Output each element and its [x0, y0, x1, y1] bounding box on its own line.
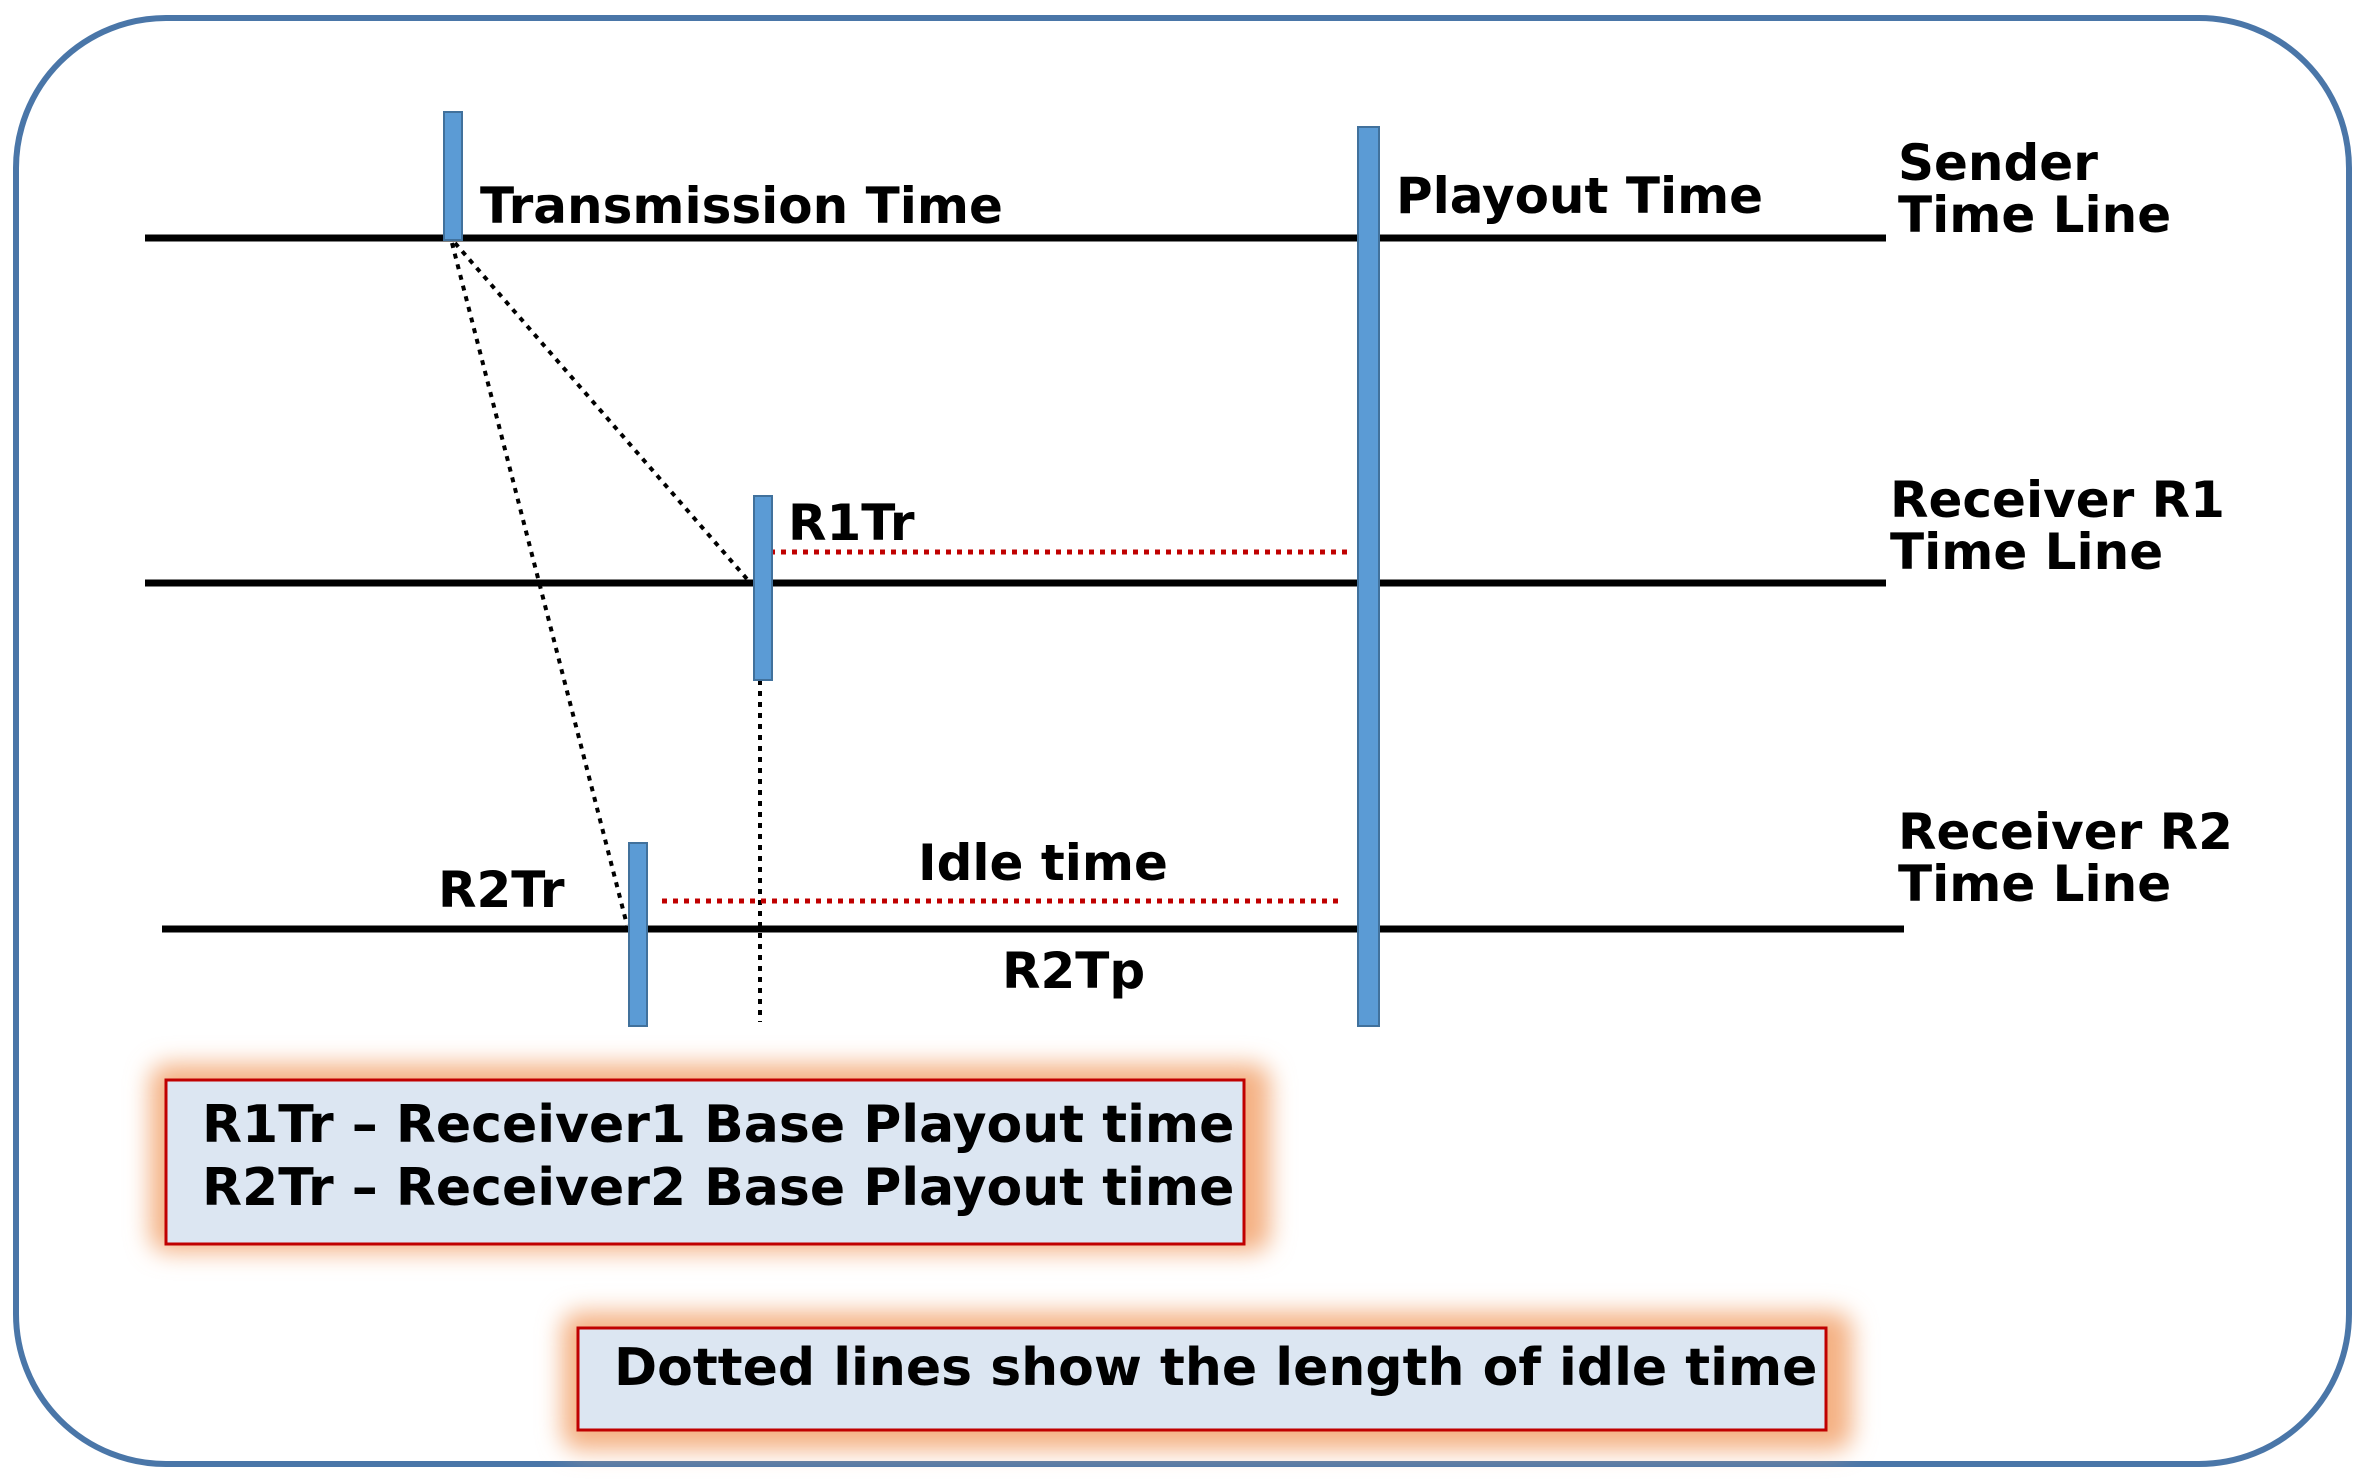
- legend-note: R1Tr – Receiver1 Base Playout time R2Tr …: [150, 1064, 1270, 1252]
- receiver-r2-timeline-name-line2: Time Line: [1898, 855, 2171, 913]
- r1tr-label: R1Tr: [788, 494, 915, 552]
- legend-note-line1: R1Tr – Receiver1 Base Playout time: [202, 1095, 1234, 1155]
- receiver-r1-timeline-name-line2: Time Line: [1890, 523, 2163, 581]
- dotted-lines-note-box: [576, 1326, 1828, 1432]
- receiver-r2-timeline-name-line1: Receiver R2: [1898, 803, 2233, 861]
- propagation-line-to-r2: [450, 242, 629, 926]
- propagation-line-to-r1: [453, 241, 749, 581]
- legend-note-line2: R2Tr – Receiver2 Base Playout time: [202, 1158, 1234, 1218]
- r2tr-marker: [628, 842, 648, 1027]
- legend-note-box: [164, 1078, 1246, 1246]
- dotted-lines-note: Dotted lines show the length of idle tim…: [562, 1312, 1852, 1450]
- sender-timeline-name-line2: Time Line: [1898, 186, 2171, 244]
- playout-time-marker: [1357, 126, 1380, 1027]
- transmission-time-label: Transmission Time: [480, 177, 1003, 235]
- playout-time-label: Playout Time: [1396, 167, 1763, 225]
- r1tr-marker: [753, 495, 773, 681]
- sender-timeline-name-line1: Sender: [1898, 134, 2098, 192]
- r2tp-label: R2Tp: [1002, 942, 1145, 1000]
- transmission-time-marker: [443, 111, 463, 241]
- idle-time-label: Idle time: [918, 834, 1168, 892]
- r2tr-label: R2Tr: [438, 861, 565, 919]
- dotted-lines-note-text: Dotted lines show the length of idle tim…: [614, 1338, 1817, 1398]
- receiver-r1-timeline-name-line1: Receiver R1: [1890, 471, 2225, 529]
